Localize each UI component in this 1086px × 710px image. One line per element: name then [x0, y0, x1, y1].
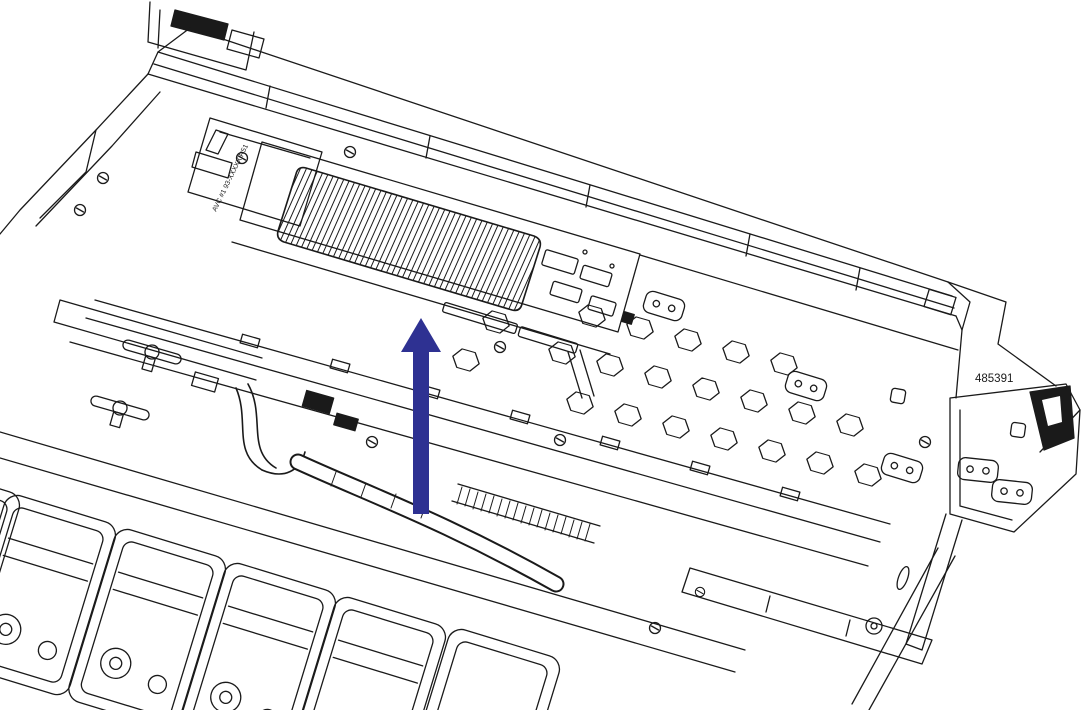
rack-ear-bracket [949, 383, 1081, 533]
heatsink-fins [276, 166, 542, 312]
cable-assembly [289, 453, 601, 593]
fan-modules [0, 431, 746, 710]
chassis-top-rail [147, 27, 1057, 399]
top-left-bracket [147, 1, 265, 71]
left-chassis-wall [0, 73, 161, 235]
up-arrow [401, 318, 441, 514]
toggle-clamp [90, 395, 150, 429]
bottom-right-rails [648, 513, 963, 710]
heatsink-module [231, 141, 641, 355]
mid-chassis-hardware [53, 299, 379, 475]
hex-vent-panel [69, 254, 959, 567]
figure-number: 485391 [975, 373, 1013, 385]
toggle-clamp [122, 339, 182, 373]
